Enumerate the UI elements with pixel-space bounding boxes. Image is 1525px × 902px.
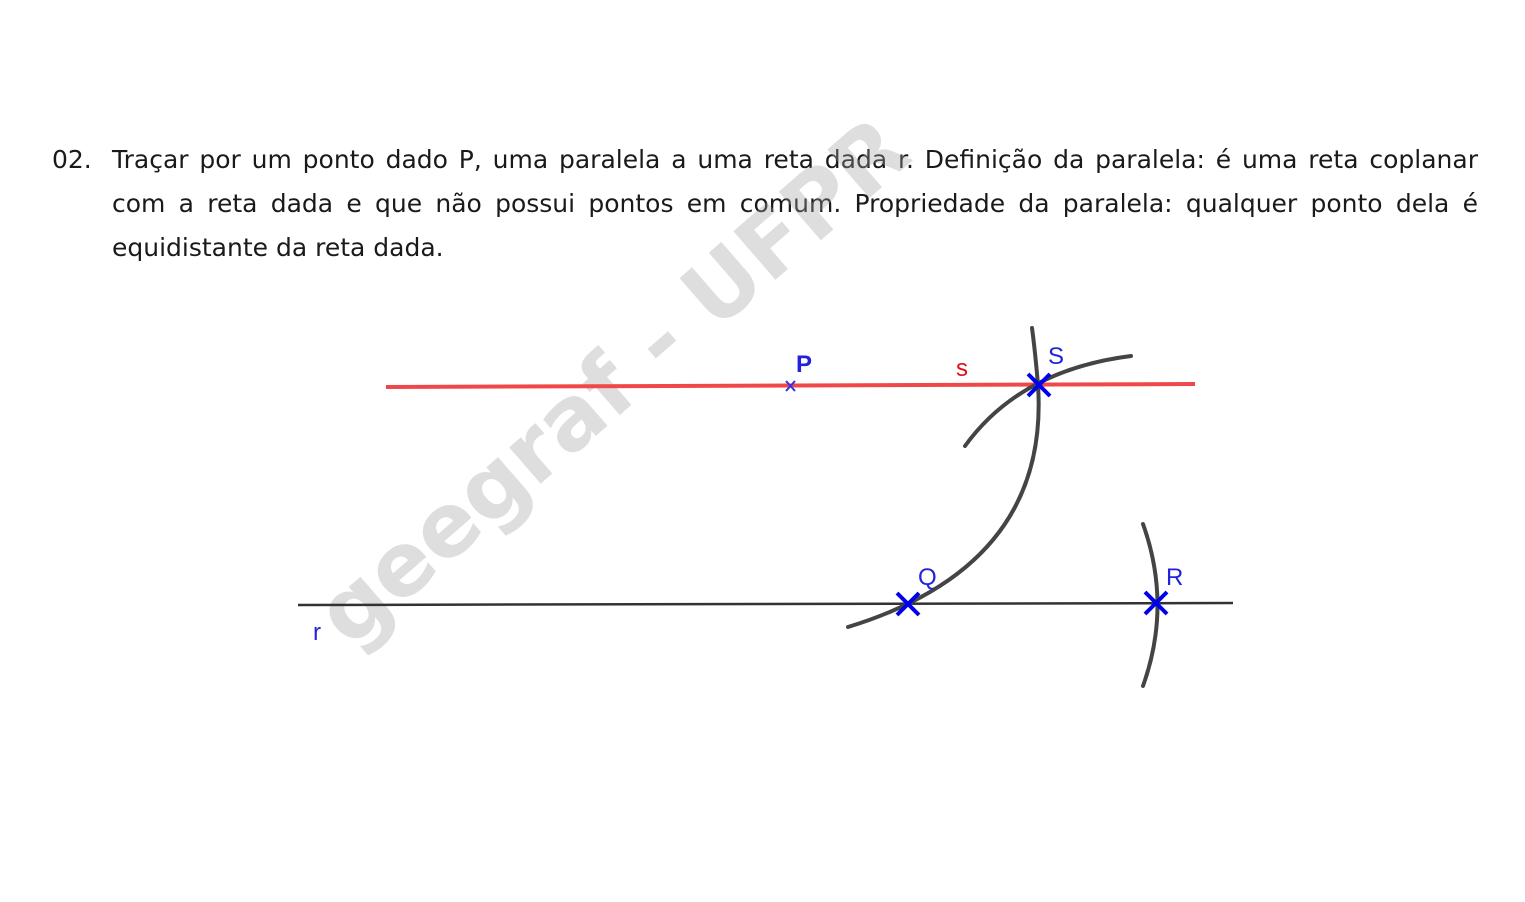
point-p-marker [785, 380, 796, 392]
given-line-r [297, 601, 1234, 607]
problem-statement: 02. Traçar por um ponto dado P, uma para… [52, 138, 1478, 270]
label-s-point: S [1048, 343, 1064, 370]
point-q-marker [895, 591, 921, 617]
arc-q-s [846, 326, 1041, 629]
label-s-line: s [956, 355, 968, 382]
arc-s [963, 354, 1133, 448]
label-q: Q [918, 564, 937, 591]
label-r-line: r [313, 619, 321, 646]
label-r-point: R [1166, 564, 1183, 591]
point-r-marker [1143, 590, 1169, 616]
point-s-marker [1026, 372, 1052, 398]
label-p: P [796, 351, 812, 378]
problem-text: Traçar por um ponto dado P, uma paralela… [112, 145, 1478, 262]
problem-number: 02. [52, 145, 92, 174]
